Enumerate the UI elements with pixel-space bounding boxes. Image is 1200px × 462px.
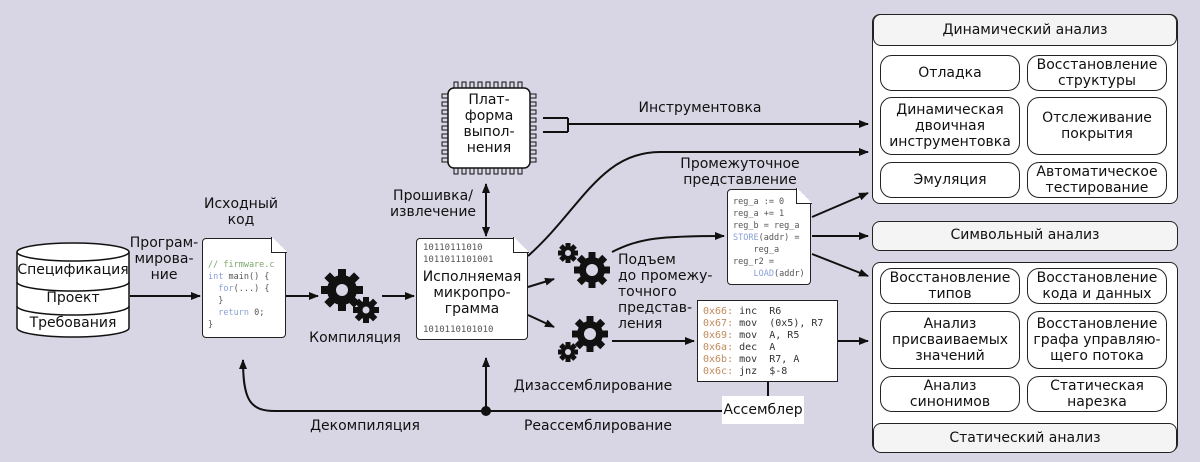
- ir-line: reg_r2 =: [733, 257, 774, 267]
- ir-line: STORE(addr) =: [733, 233, 800, 243]
- execution-platform-chip: Плат- форма выпол- нения: [434, 78, 544, 178]
- label-disassembly: Дизассемблирование: [513, 378, 673, 394]
- firmware-bits: 1010110101010: [423, 325, 494, 335]
- cell-code-data-recovery: Восстановление кода и данных: [1027, 268, 1167, 304]
- ir-line: reg_a: [733, 245, 780, 255]
- ir-line: reg_b = reg_a: [733, 221, 800, 231]
- page-fold-icon: [271, 237, 287, 253]
- cell-coverage-tracking: Отслеживание покрытия: [1027, 97, 1167, 155]
- label-compilation: Компиляция: [309, 330, 401, 346]
- assembler-label: Ассемблер: [722, 396, 804, 424]
- requirements-store: Спецификация Проект Требования: [16, 242, 130, 340]
- firmware-title: Исполняемая микропро- грамма: [422, 269, 522, 317]
- compile-gears-icon: [321, 269, 379, 323]
- code-line: }: [208, 320, 214, 330]
- ir-document: reg_a := 0 reg_a += 1 reg_b = reg_a STOR…: [727, 188, 812, 285]
- ir-line: LOAD(addr): [753, 269, 805, 279]
- platform-label: Плат- форма выпол- нения: [463, 92, 515, 156]
- cell-structure-recovery: Восстановление структуры: [1027, 55, 1167, 91]
- dynamic-analysis-title: Динамический анализ: [873, 13, 1177, 46]
- symbolic-analysis-panel: Символьный анализ: [872, 221, 1178, 251]
- static-analysis-title: Статический анализ: [873, 422, 1177, 453]
- source-code-document: // firmware.c int main() { for(...) { } …: [202, 237, 287, 338]
- arrow-firmware-to-disasm: [527, 314, 555, 328]
- dynamic-analysis-panel: Динамический анализ Отладка Восстановлен…: [872, 13, 1178, 204]
- arrow-lift-to-ir: [611, 232, 725, 253]
- asm-line: 0x66: inc R6: [703, 306, 782, 317]
- asm-line: 0x6b: mov R7, A: [703, 354, 800, 365]
- lift-gears-icon: [558, 243, 610, 288]
- arrow-firmware-to-lift: [527, 277, 555, 288]
- label-lifting: Подъем до промежу- точного представ- лен…: [618, 252, 713, 332]
- arrow-firmware-to-dynamic: [527, 148, 869, 257]
- cell-type-recovery: Восстановление типов: [880, 268, 1020, 304]
- firmware-bits: 1011011101001: [423, 255, 494, 265]
- code-line: }: [208, 296, 224, 306]
- store-item-requirements: Требования: [29, 315, 117, 331]
- ir-line: reg_a += 1: [733, 209, 785, 219]
- cell-alias-analysis: Анализ синонимов: [880, 376, 1020, 412]
- instrumentation-fork: [543, 117, 569, 133]
- asm-line: 0x6c: jnz $-8: [703, 366, 788, 377]
- store-item-specification: Спецификация: [17, 262, 129, 278]
- label-instrumentation: Инструментовка: [638, 100, 762, 116]
- code-line: int main() {: [208, 272, 270, 282]
- cell-value-set-analysis: Анализ присваиваемых значений: [880, 311, 1020, 369]
- asm-line: 0x67: mov (0x5), R7: [703, 318, 824, 329]
- store-item-design: Проект: [46, 290, 100, 306]
- chip-icon: [441, 81, 537, 175]
- database-cylinder-icon: [16, 242, 130, 338]
- cell-static-slicing: Статическая нарезка: [1027, 376, 1167, 412]
- static-analysis-panel: Восстановление типов Восстановление кода…: [872, 262, 1178, 453]
- firmware-document: 10110111010 1011011101001 Исполняемая ми…: [416, 237, 529, 340]
- label-flash-extract: Прошивка/ извлечение: [389, 188, 477, 220]
- code-line: for(...) {: [218, 284, 270, 294]
- arrow-ir-to-static: [811, 253, 869, 277]
- disassembly-gears-icon: [558, 316, 608, 362]
- asm-line: 0x6a: dec A: [703, 342, 776, 353]
- arrow-ir-to-dynamic: [811, 192, 869, 218]
- cell-debugging: Отладка: [880, 55, 1020, 91]
- page-fold-icon: [513, 237, 529, 253]
- asm-line: 0x69: mov A, R5: [703, 330, 800, 341]
- cell-dynamic-binary-instrumentation: Динамическая двоичная инструментовка: [880, 97, 1020, 155]
- label-reassembly: Реассемблирование: [523, 418, 673, 434]
- junction-dot: [481, 406, 491, 416]
- cell-cfg-recovery: Восстановление графа управляю- щего пото…: [1027, 311, 1167, 369]
- ir-line: reg_a := 0: [733, 197, 785, 207]
- arrow-decompilation: [239, 359, 722, 412]
- label-decompilation: Декомпиляция: [310, 418, 420, 434]
- cell-emulation: Эмуляция: [880, 162, 1020, 198]
- page-fold-icon: [796, 188, 812, 204]
- code-line: // firmware.c: [208, 260, 275, 270]
- source-code-title: Исходный код: [203, 196, 278, 228]
- label-intermediate-representation: Промежуточное представление: [680, 156, 800, 188]
- label-programming: Програм- мирова- ние: [129, 235, 199, 283]
- code-line: return 0;: [218, 308, 265, 318]
- cell-automated-testing: Автоматическое тестирование: [1027, 162, 1167, 198]
- assembly-listing: 0x66: inc R6 0x67: mov (0x5), R7 0x69: m…: [697, 300, 838, 382]
- firmware-bits: 10110111010: [423, 243, 483, 253]
